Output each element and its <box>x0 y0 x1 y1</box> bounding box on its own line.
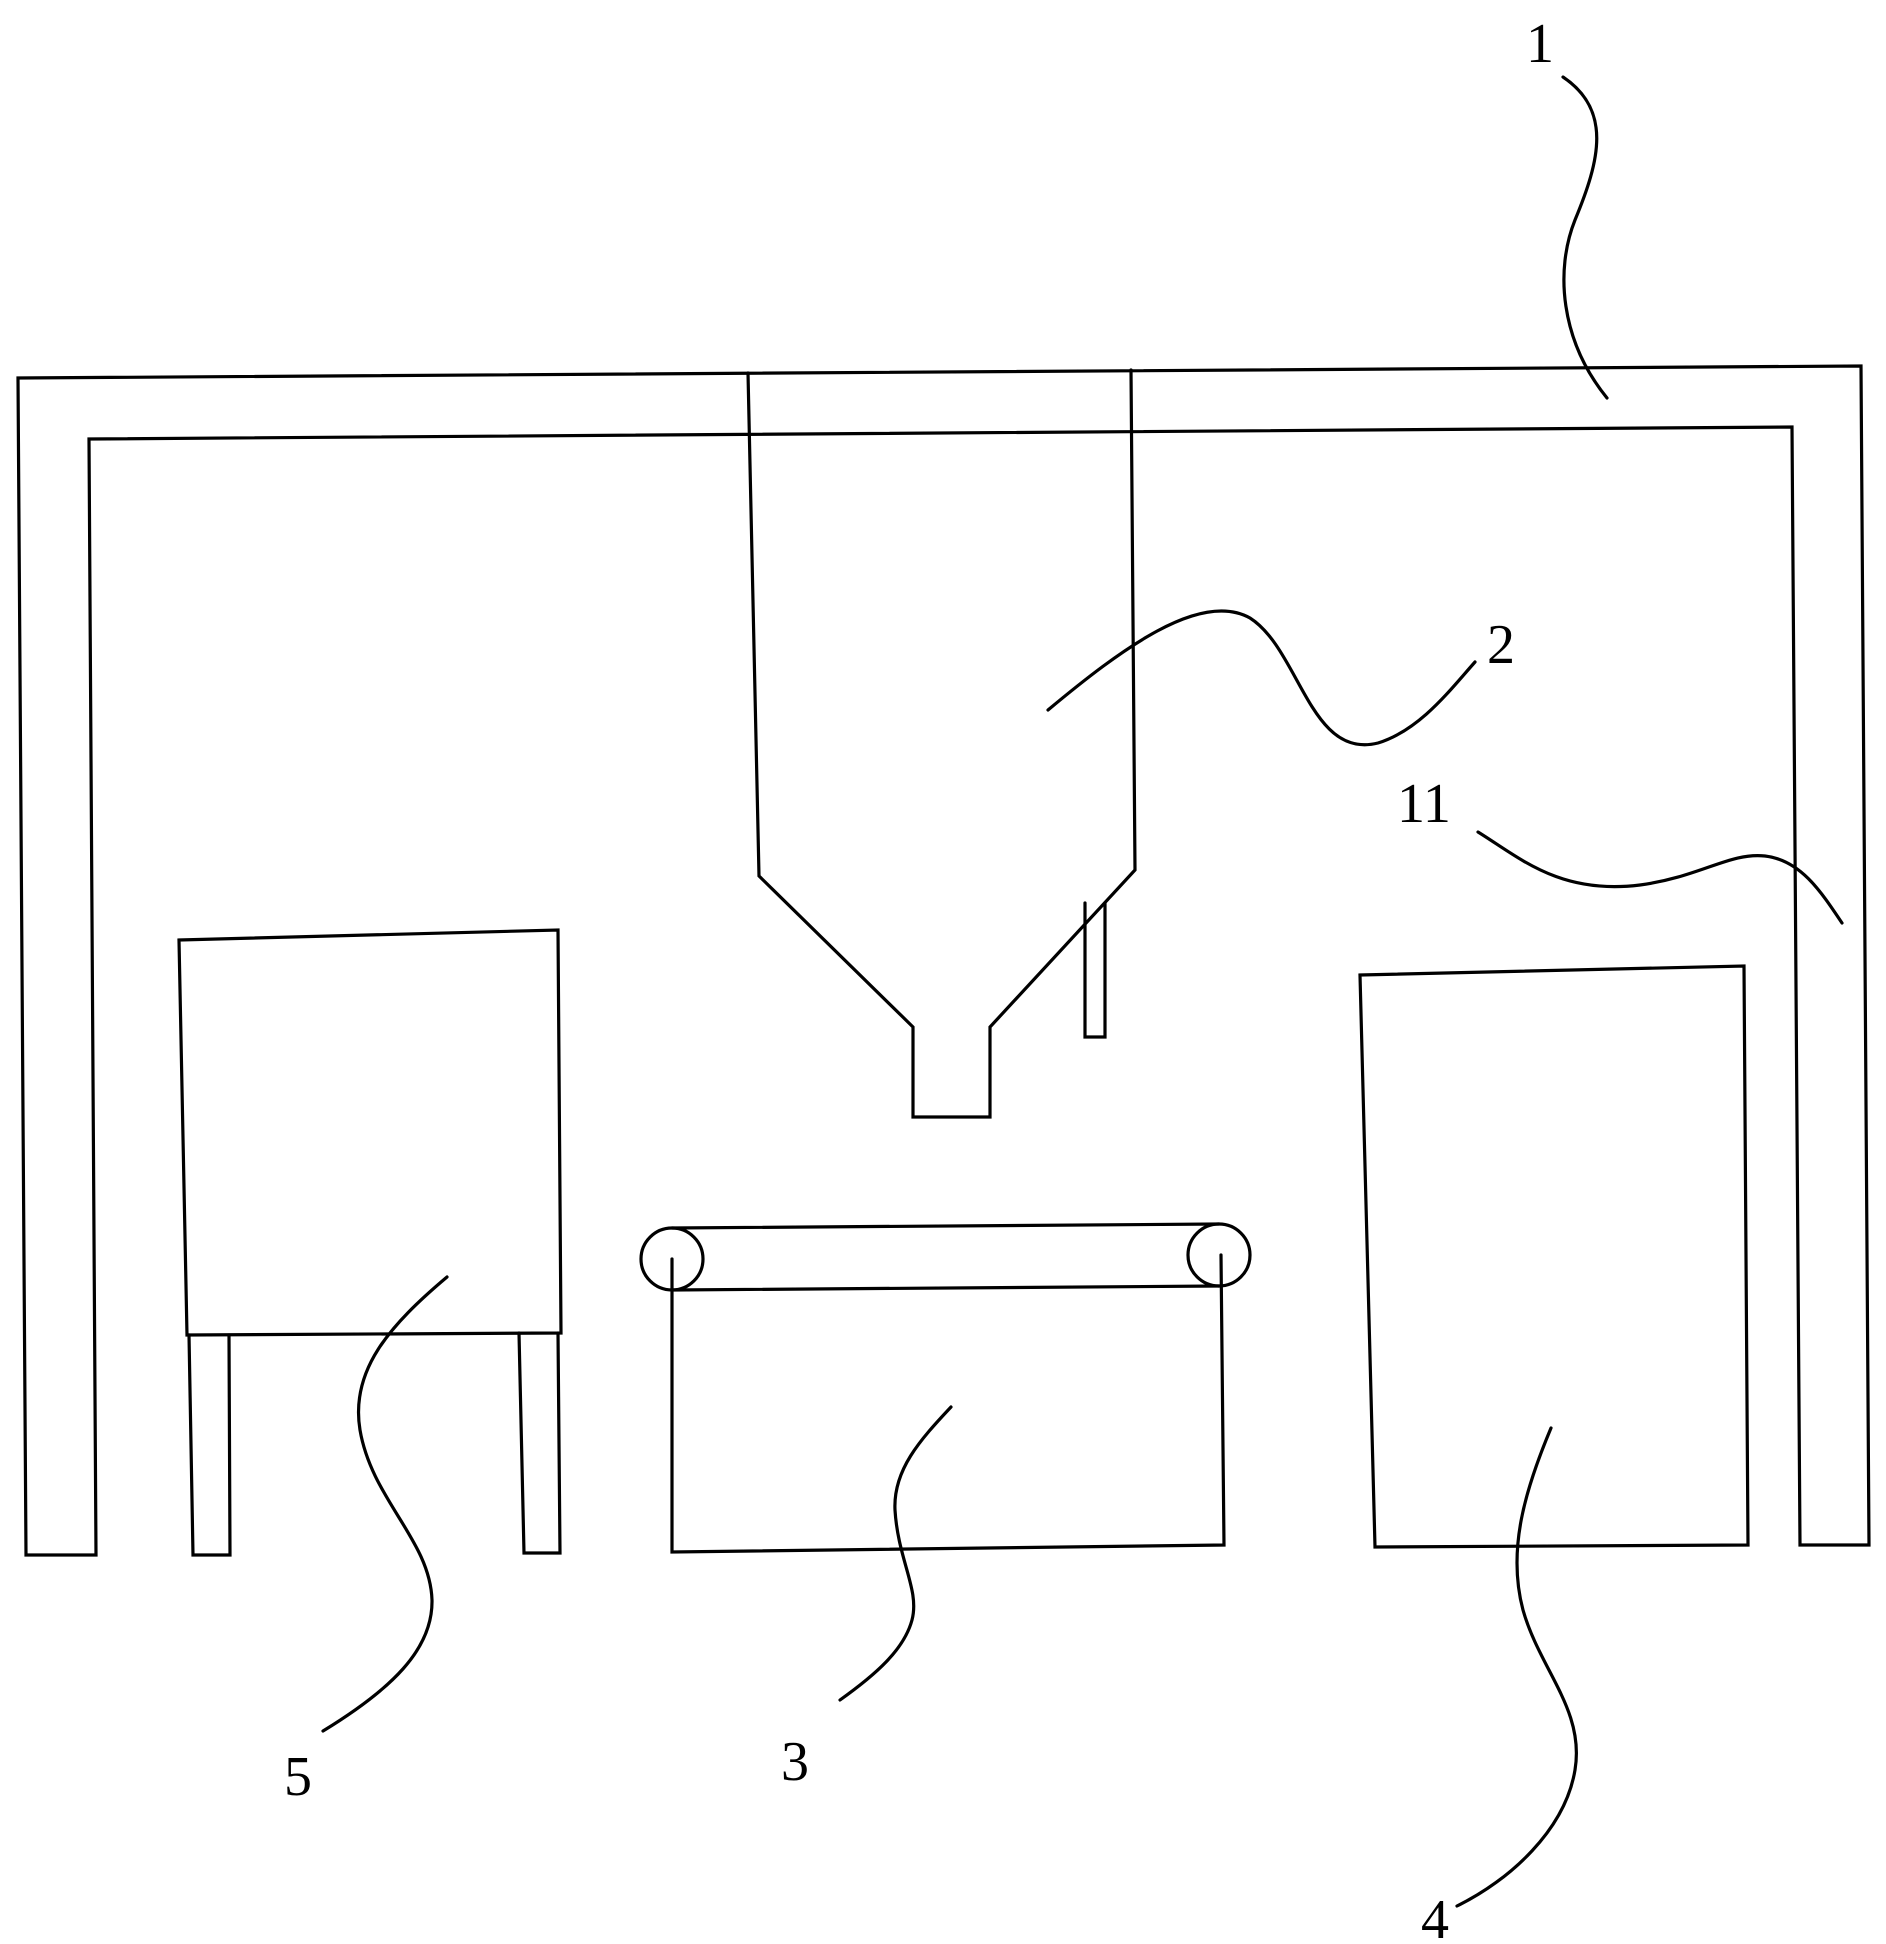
label-4: 4 <box>1421 1889 1449 1944</box>
hopper <box>746 368 1137 1119</box>
label-2: 2 <box>1487 614 1515 676</box>
conveyor-body <box>670 1253 1226 1554</box>
table-leg-left <box>187 1333 232 1557</box>
label-11: 11 <box>1397 773 1451 835</box>
leader-3 <box>838 1405 953 1702</box>
label-1: 1 <box>1526 13 1554 75</box>
leader-4 <box>1455 1426 1578 1908</box>
leader-5 <box>321 1275 449 1733</box>
table-leg-right <box>517 1331 562 1555</box>
leader-1 <box>1561 75 1609 400</box>
label-3: 3 <box>781 1731 809 1793</box>
label-5: 5 <box>284 1746 312 1808</box>
conveyor-belt-bottom <box>670 1284 1221 1292</box>
table-top <box>177 928 563 1337</box>
leader-2 <box>1046 609 1477 747</box>
conveyor-roller-right <box>1186 1222 1252 1288</box>
hopper-rod <box>1083 901 1107 1039</box>
conveyor-belt-top <box>670 1222 1221 1230</box>
cabinet-right <box>1358 964 1750 1549</box>
frame-outer <box>16 364 1871 1557</box>
leader-11 <box>1476 830 1844 925</box>
